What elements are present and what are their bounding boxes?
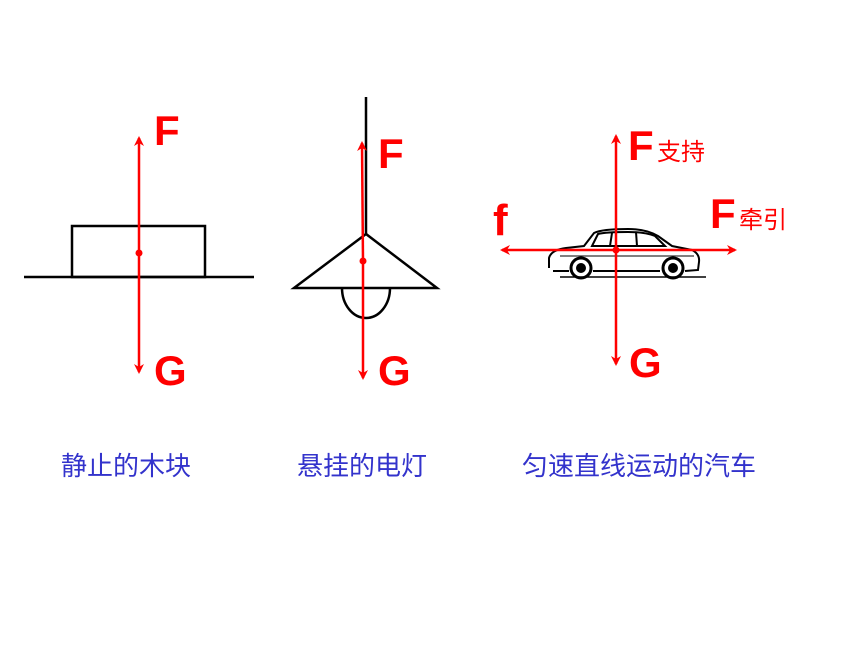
lamp-force-up-label: F	[378, 130, 404, 177]
car-center-point	[612, 246, 620, 254]
lamp-force-down-label: G	[378, 347, 411, 394]
block-figure: F G	[24, 107, 254, 394]
lamp-figure: F G	[290, 97, 441, 394]
car-force-up-label: F	[628, 122, 654, 169]
car-caption: 匀速直线运动的汽车	[522, 452, 757, 482]
lamp-shade	[290, 232, 441, 290]
car-figure: F 支持 F 牵引 f G	[493, 122, 787, 386]
block-force-down-label: G	[154, 347, 187, 394]
car-force-right-sub-label: 牵引	[739, 206, 787, 234]
car-force-right-label: F	[710, 190, 736, 237]
block-caption: 静止的木块	[61, 452, 192, 482]
lamp-bulb	[340, 287, 392, 320]
block-force-up-label: F	[154, 107, 180, 154]
block-center-point	[135, 249, 143, 257]
car-icon	[548, 227, 701, 280]
car-force-left-label: f	[493, 196, 508, 245]
lamp-force-up-arrow	[357, 141, 368, 262]
car-force-up-sub-label: 支持	[657, 138, 705, 166]
lamp-caption: 悬挂的电灯	[297, 452, 428, 482]
car-force-down-label: G	[629, 339, 662, 386]
lamp-center-point	[359, 257, 367, 265]
